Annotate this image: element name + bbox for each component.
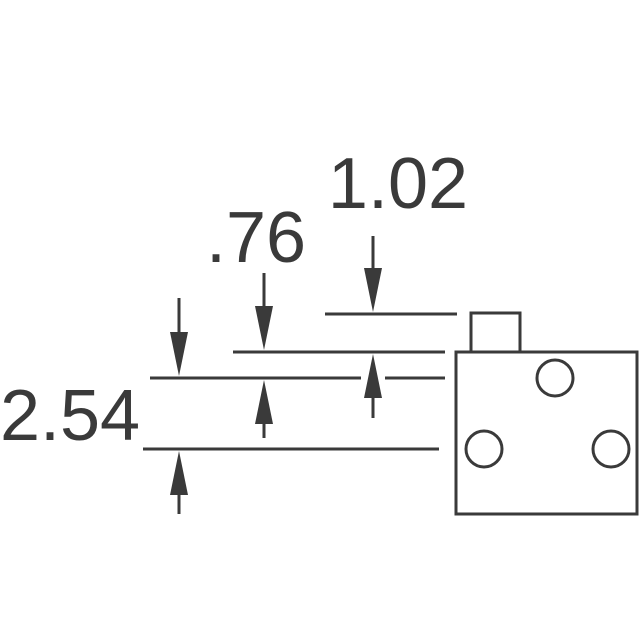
mounting-hole-right	[591, 429, 631, 469]
dim-1-02-arrowhead-down	[364, 268, 382, 312]
dim-label-1-02: 1.02	[328, 144, 468, 224]
dim-0-76-arrowhead-up	[255, 380, 273, 424]
component-pin-tab	[469, 311, 522, 354]
dim-0-76-arrowhead-down	[255, 306, 273, 350]
dim-label-2-54: 2.54	[0, 376, 140, 456]
dim-2-54-arrowhead-up	[170, 451, 188, 495]
mounting-hole-top	[535, 358, 575, 398]
mounting-hole-left	[464, 429, 504, 469]
dim-2-54-arrowhead-down	[170, 332, 188, 376]
dim-label-0-76: .76	[206, 198, 306, 278]
dim-1-02-arrowhead-up	[364, 354, 382, 398]
component-body	[454, 350, 639, 516]
